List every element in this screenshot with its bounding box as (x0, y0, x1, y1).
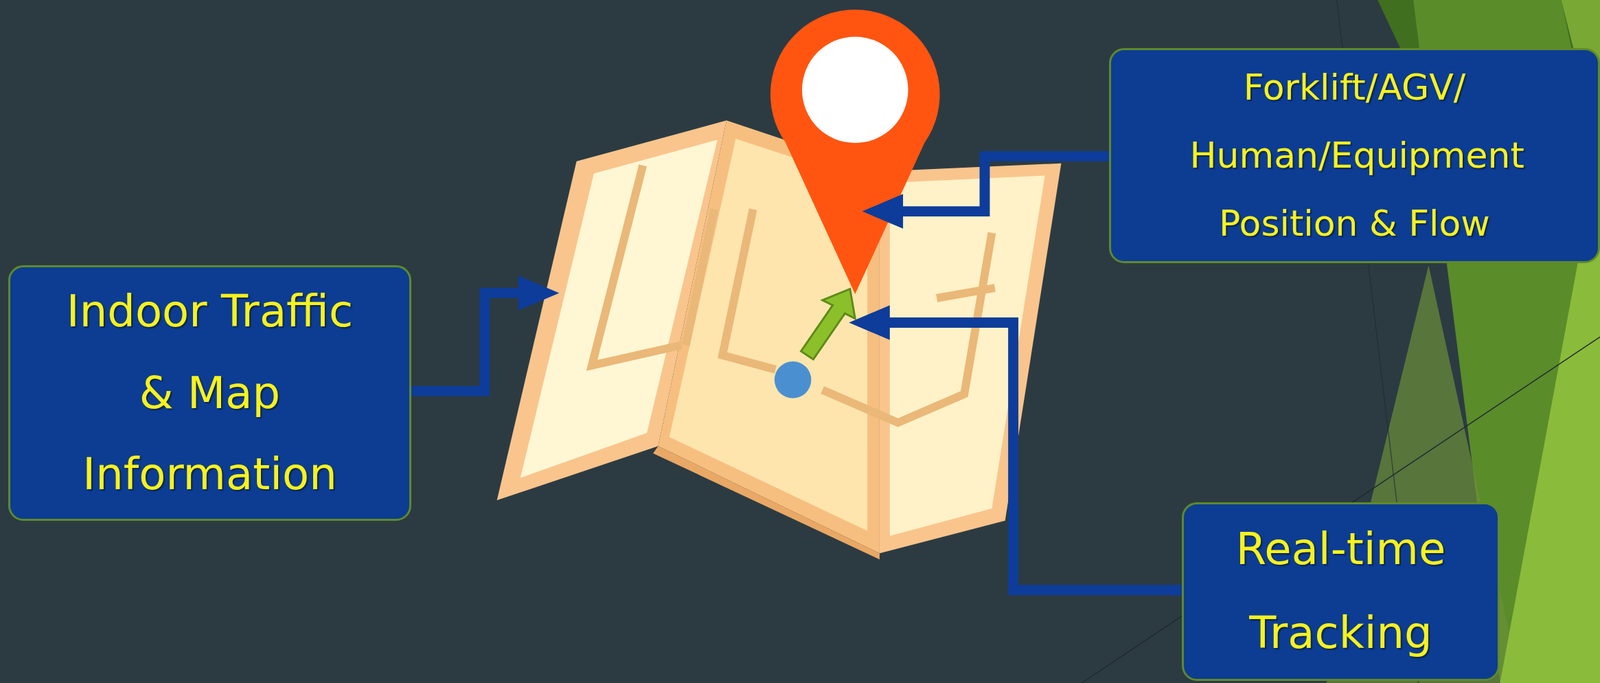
arrow-heads (518, 193, 904, 340)
label-box: Indoor Traffic & Map Information (8, 265, 412, 521)
label-box: Real-time Tracking (1181, 501, 1500, 681)
box-label: Forklift/AGV/ Human/Equipment Position &… (1190, 53, 1520, 257)
box-label: Real-time Tracking (1203, 507, 1479, 675)
box-label: Indoor Traffic & Map Information (48, 270, 372, 515)
leader-arrows (411, 155, 1182, 590)
location-pin (770, 9, 941, 294)
background-shapes (1081, 0, 1600, 683)
label-box: Forklift/AGV/ Human/Equipment Position &… (1109, 48, 1600, 264)
folded-map (497, 120, 1062, 559)
